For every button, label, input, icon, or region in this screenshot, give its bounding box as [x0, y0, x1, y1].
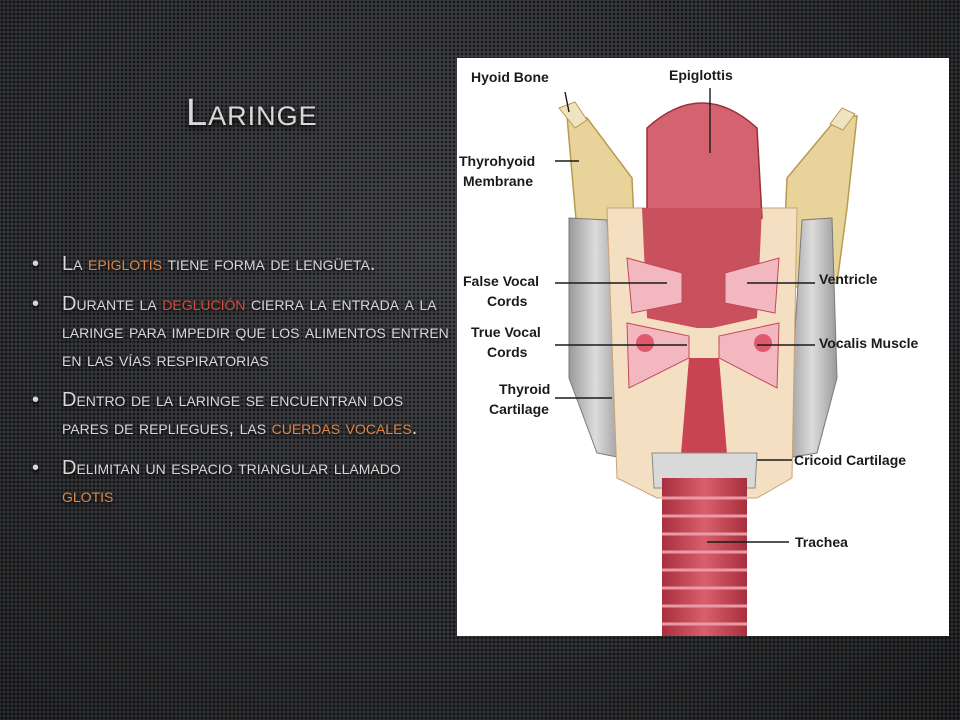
- bullet-text: Delimitan un espacio triangular llamado …: [62, 457, 401, 507]
- hyoid-bone-right: [829, 107, 856, 131]
- label-false-vocal: False Vocal: [463, 273, 539, 289]
- larynx-diagram: Hyoid Bone Epiglottis Thyrohyoid Membran…: [459, 67, 919, 636]
- bullet-list: • La epiglotis tiene forma de lengüeta. •…: [32, 250, 452, 522]
- label-thyroid: Thyroid: [499, 381, 550, 397]
- label-membrane: Membrane: [463, 173, 533, 189]
- bullet-dot-icon: •: [32, 253, 40, 275]
- trachea-rings: [662, 496, 747, 626]
- hyoid-bone-left: [558, 101, 588, 129]
- false-vocal-fold-left: [626, 257, 683, 314]
- thyroid-cartilage-right: [786, 217, 838, 459]
- bullet-text: Durante la deglución cierra la entrada a…: [62, 293, 449, 371]
- label-ventricle: Ventricle: [819, 271, 878, 287]
- bullet-item: • Delimitan un espacio triangular llamado…: [32, 454, 452, 510]
- larynx-diagram-image: Hyoid Bone Epiglottis Thyrohyoid Membran…: [457, 58, 949, 636]
- leader-lines: [555, 88, 815, 543]
- label-epiglottis: Epiglottis: [669, 67, 733, 83]
- bullet-item: • La epiglotis tiene forma de lengüeta.: [32, 250, 452, 278]
- label-true-vocal: True Vocal: [471, 324, 541, 340]
- label-trachea: Trachea: [795, 534, 848, 550]
- highlight-term: epiglotis: [88, 253, 162, 275]
- label-thyrohyoid: Thyrohyoid: [459, 153, 535, 169]
- highlight-term: cuerdas vocales: [271, 417, 412, 439]
- bullet-text: La epiglotis tiene forma de lengüeta.: [62, 253, 376, 275]
- bullet-dot-icon: •: [32, 389, 40, 411]
- bullet-item: • Dentro de la laringe se encuentran dos …: [32, 386, 452, 442]
- label-thyroid-cartilage: Cartilage: [489, 401, 549, 417]
- bullet-dot-icon: •: [32, 457, 40, 479]
- label-vocalis-muscle: Vocalis Muscle: [819, 335, 919, 351]
- bullet-dot-icon: •: [32, 293, 40, 315]
- highlight-term: glotis: [62, 485, 114, 507]
- glottis-tube: [679, 358, 729, 478]
- false-vocal-fold-right: [724, 257, 780, 314]
- slide-title: Laringe: [186, 92, 318, 134]
- bullet-item: • Durante la deglución cierra la entrada …: [32, 290, 452, 374]
- trachea-tube: [662, 478, 747, 636]
- highlight-term: deglución: [162, 293, 246, 315]
- label-cricoid-cartilage: Cricoid Cartilage: [794, 452, 906, 468]
- label-true-vocal-cords: Cords: [487, 344, 528, 360]
- bullet-text: Dentro de la laringe se encuentran dos p…: [62, 389, 418, 439]
- label-false-vocal-cords: Cords: [487, 293, 528, 309]
- label-hyoid-bone: Hyoid Bone: [471, 69, 549, 85]
